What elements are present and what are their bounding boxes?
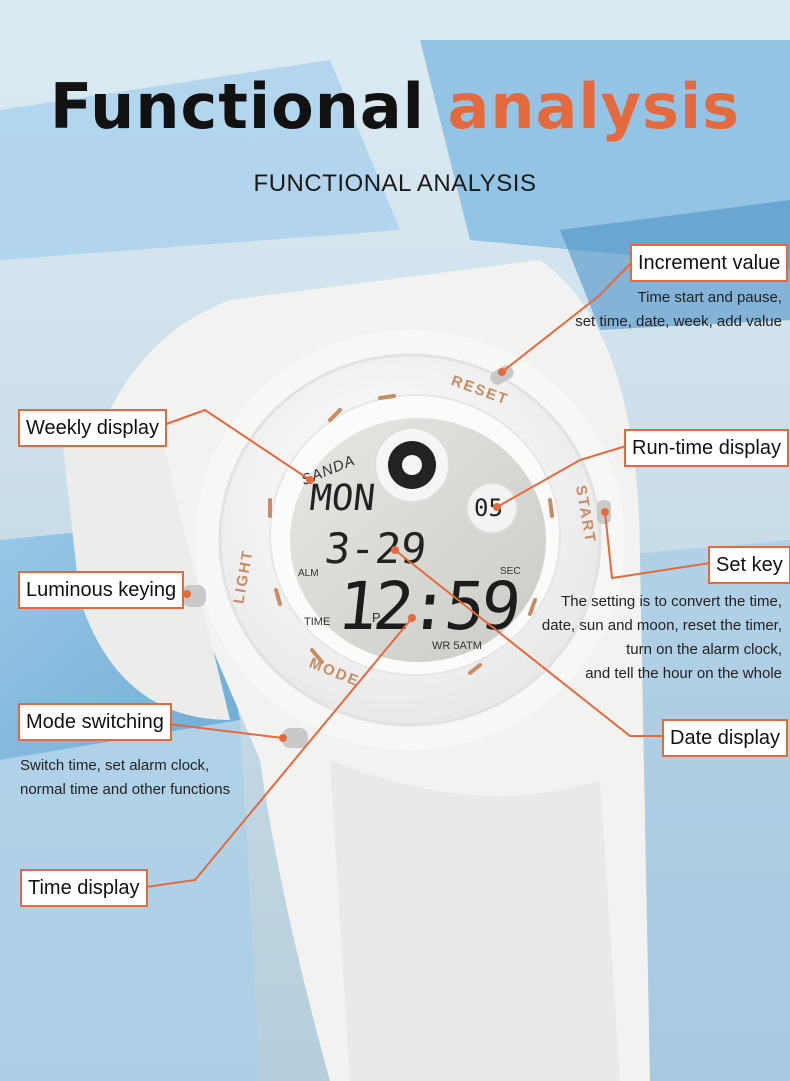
title-word-1: Functional <box>49 70 425 143</box>
line-setkey <box>604 511 711 580</box>
line-mode <box>159 722 284 739</box>
label-run-time-display: Run-time display <box>624 429 789 467</box>
label-luminous-keying: Luminous keying <box>18 571 185 609</box>
desc-mode-switching: Switch time, set alarm clock, normal tim… <box>20 754 230 802</box>
label-date-display: Date display <box>662 719 789 757</box>
label-time-display: Time display <box>20 869 148 907</box>
wr-mark: WR 5ATM <box>432 640 482 652</box>
pm-mark: P <box>372 610 381 625</box>
label-mode-switching: Mode switching <box>18 703 172 741</box>
line-time <box>145 617 413 888</box>
alm-mark: ALM <box>298 568 319 579</box>
desc-line: Switch time, set alarm clock, <box>20 757 210 774</box>
desc-line: and tell the hour on the whole <box>585 665 782 682</box>
label-increment-value: Increment value <box>630 244 789 282</box>
desc-increment-value: Time start and pause, set time, date, we… <box>575 286 782 334</box>
desc-line: normal time and other functions <box>20 781 231 798</box>
title-word-2: analysis <box>447 70 741 143</box>
desc-set-key: The setting is to convert the time, date… <box>542 590 782 686</box>
line-runtime <box>496 445 627 508</box>
page-title: Functional analysis <box>0 70 790 143</box>
desc-line: The setting is to convert the time, <box>561 593 782 610</box>
desc-line: set time, date, week, add value <box>575 313 782 330</box>
time-mark: TIME <box>304 616 331 628</box>
desc-line: date, sun and moon, reset the timer, <box>541 617 782 634</box>
line-weekly <box>157 408 311 481</box>
page-subtitle: FUNCTIONAL ANALYSIS <box>253 170 537 197</box>
line-date <box>394 549 662 737</box>
desc-line: Time start and pause, <box>637 289 782 306</box>
sec-mark: SEC <box>500 566 521 577</box>
label-set-key: Set key <box>708 546 790 584</box>
label-weekly-display: Weekly display <box>18 409 168 447</box>
line-increment <box>501 261 633 373</box>
desc-line: turn on the alarm clock, <box>626 641 782 658</box>
